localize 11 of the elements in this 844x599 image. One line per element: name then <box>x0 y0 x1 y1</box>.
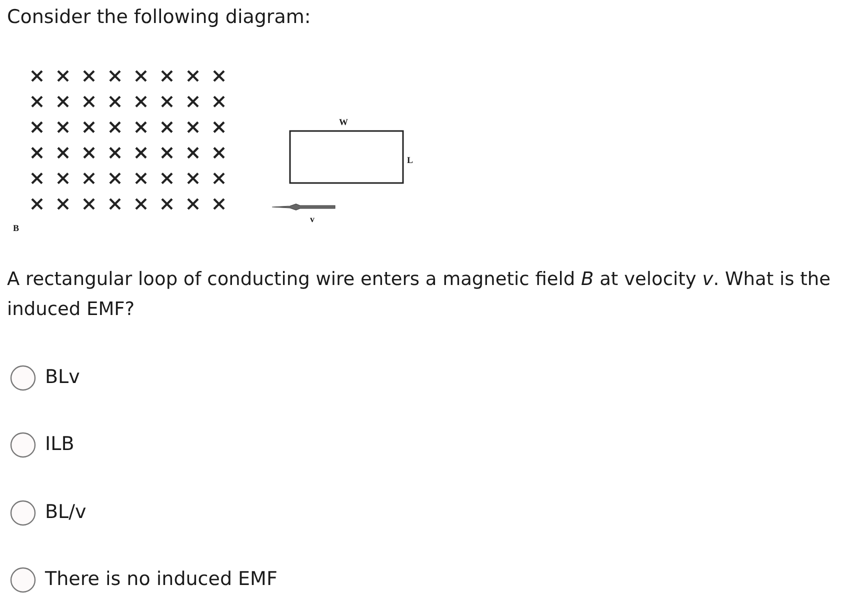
dimension-label: L <box>407 155 414 165</box>
velocity-label: v <box>310 214 314 224</box>
answer-option: There is no induced EMF <box>45 568 278 590</box>
heading: Consider the following diagram: <box>7 6 311 28</box>
answer-option: BLv <box>45 366 80 388</box>
dimension-label: W <box>339 117 348 127</box>
question-text: A rectangular loop of conducting wire enters a magnetic field B at velocity v. What is the induced EMF? <box>7 268 832 322</box>
field-label: B <box>13 223 20 233</box>
answer-option: ILB <box>45 433 74 455</box>
answer-option: BL/v <box>45 501 86 523</box>
wire-loop <box>289 130 404 184</box>
